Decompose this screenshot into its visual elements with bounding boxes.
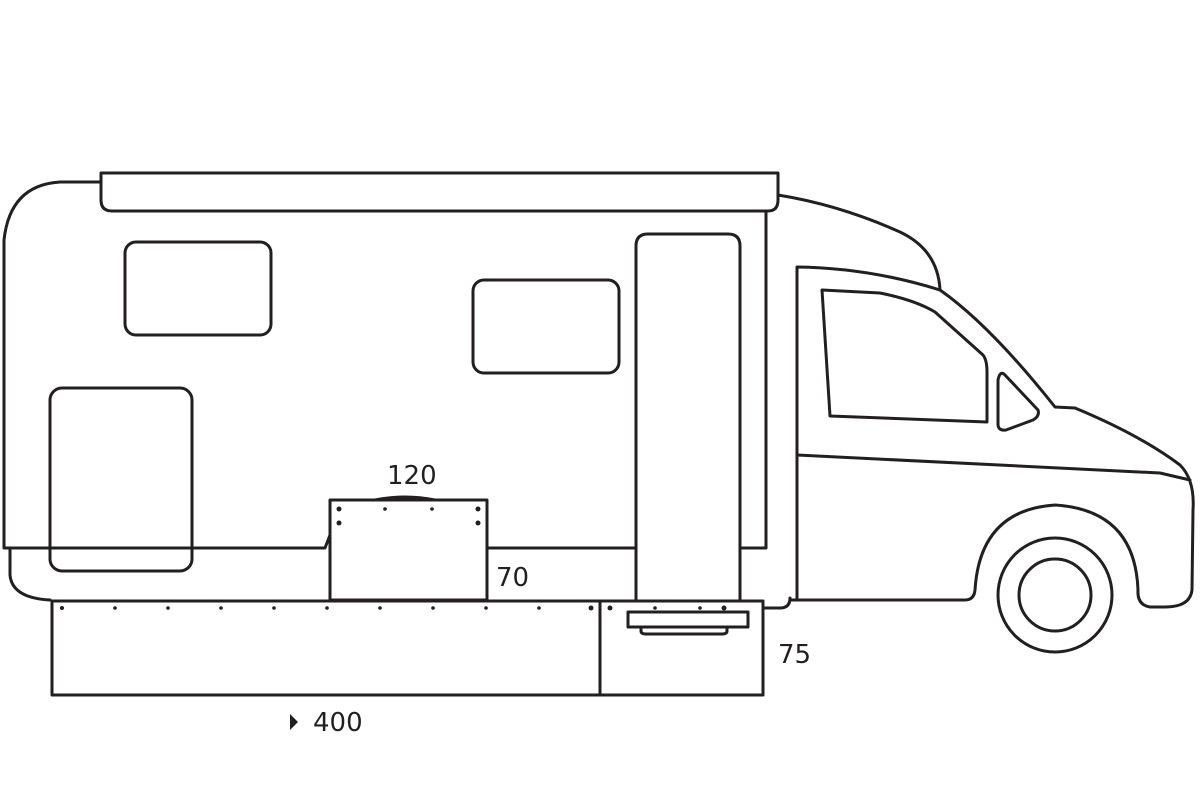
box-width-label: 120 [387,461,437,491]
box-lid-handle [373,495,437,502]
wheel-tire [996,536,1114,654]
box-height-label: 70 [496,563,530,593]
skirt-cab-joint [761,596,792,610]
cab-belt-line [795,453,1192,482]
entry-door [634,232,742,602]
cab-outline [788,265,1195,609]
camper-body-outline [2,180,768,550]
mid-side-window [471,278,621,375]
quarter-window [996,371,1040,432]
entry-step [626,610,750,629]
lower-skirt-curve [8,548,52,602]
rear-hatch-door [48,386,194,573]
wheel-rim [1017,557,1093,633]
side-skirt [50,599,765,697]
skirt-rivets [60,605,727,611]
step-handle [639,625,729,636]
skirt-length-label: 400 [313,708,363,738]
awning [99,171,780,213]
rear-side-window [123,240,273,337]
alcove-roof [776,193,942,292]
step-height-label: 75 [778,640,812,670]
windshield-window [820,288,989,424]
play-arrow-icon [290,714,298,730]
box-rivets [336,506,481,526]
storage-box [328,498,489,602]
